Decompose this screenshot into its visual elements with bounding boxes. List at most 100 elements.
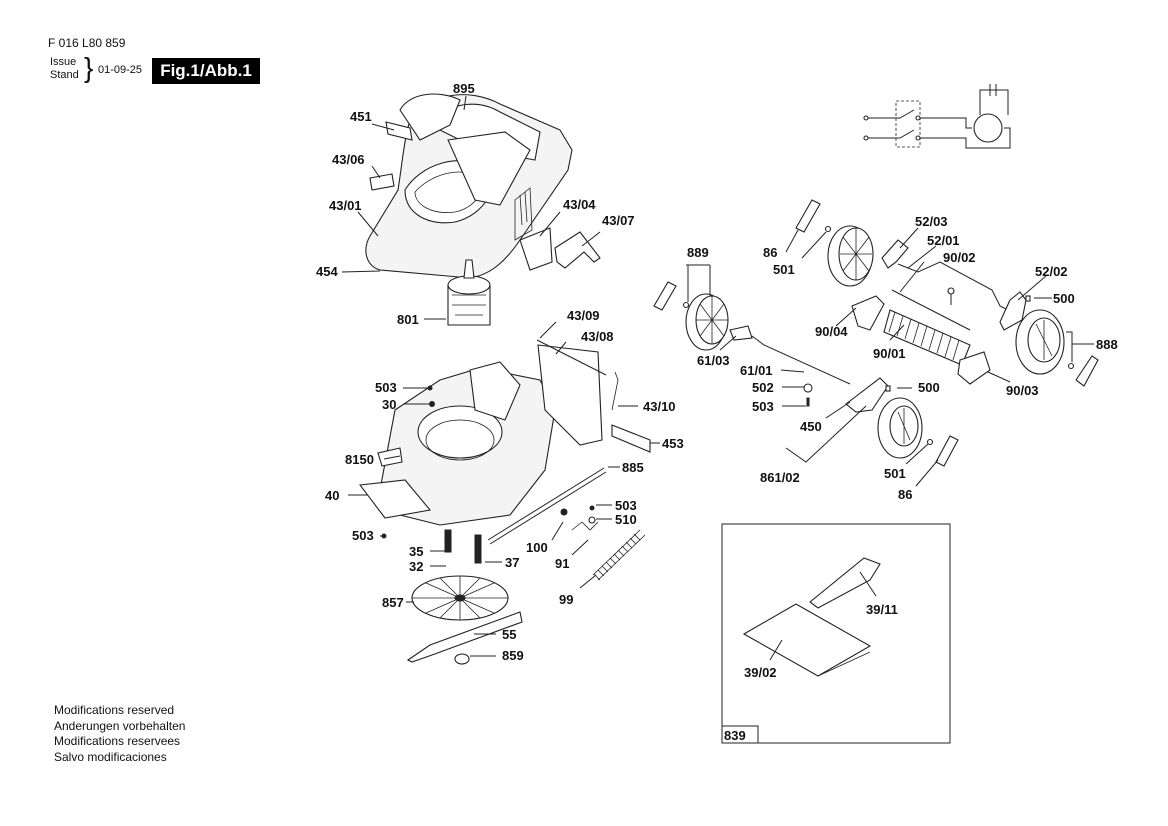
label-43-08: 43/08: [581, 329, 614, 344]
part-61-01-rod: [751, 335, 851, 385]
label-52-01: 52/01: [927, 233, 960, 248]
document-number: F 016 L80 859: [48, 36, 126, 50]
housing-cover-part: [365, 93, 573, 279]
label-61-01: 61/01: [740, 363, 773, 378]
part-857-fan: [411, 575, 509, 621]
label-454: 454: [316, 264, 338, 279]
part-90-03-bracket: [957, 351, 991, 385]
label-888: 888: [1096, 337, 1118, 352]
wiring-schematic: [863, 84, 1011, 149]
label-503-d: 503: [752, 399, 774, 414]
label-8150: 8150: [345, 452, 374, 467]
part-99-spring: [592, 529, 646, 581]
part-90-02-rod: [891, 289, 971, 331]
part-52-03-bracket: [881, 239, 909, 269]
part-450-bracket: [845, 377, 889, 413]
label-839: 839: [724, 728, 746, 743]
label-43-04: 43/04: [563, 197, 596, 212]
label-895: 895: [453, 81, 475, 96]
part-453-plate: [611, 424, 651, 453]
note-line: Modifications reserved: [54, 703, 175, 717]
label-801: 801: [397, 312, 419, 327]
brace-symbol: }: [84, 52, 94, 83]
note-line: Anderungen vorbehalten: [54, 718, 186, 733]
label-510: 510: [615, 512, 637, 527]
label-52-02: 52/02: [1035, 264, 1068, 279]
label-503-b: 503: [615, 498, 637, 513]
part-55-blade: [406, 611, 523, 663]
part-451-decal: [385, 121, 413, 141]
label-500-a: 500: [1053, 291, 1075, 306]
part-hubcap-rear-right: [1075, 355, 1099, 387]
issue-label: Issue: [50, 56, 77, 68]
label-90-04: 90/04: [815, 324, 848, 339]
label-55: 55: [502, 627, 516, 642]
label-503-a: 503: [375, 380, 397, 395]
label-39-11: 39/11: [866, 602, 898, 617]
note-line: Salvo modificaciones: [54, 749, 167, 764]
part-86-hubcap-bottom: [935, 435, 959, 467]
label-503-c: 503: [352, 528, 374, 543]
label-32: 32: [409, 559, 423, 574]
part-43-06-decal: [369, 173, 395, 191]
label-52-03: 52/03: [915, 214, 948, 229]
issue-stand-labels: Issue Stand: [50, 56, 79, 82]
label-37: 37: [505, 555, 519, 570]
label-39-02: 39/02: [744, 665, 777, 680]
part-43-08-flap: [537, 344, 603, 446]
label-43-01: 43/01: [329, 198, 362, 213]
part-43-10-spring: [611, 371, 619, 411]
label-90-02: 90/02: [943, 250, 976, 265]
label-86-b: 86: [898, 487, 912, 502]
label-61-03: 61/03: [697, 353, 730, 368]
part-885-rod: [487, 467, 605, 541]
part-labels: 895 451 43/06 43/01 454 43/04 43/07 801 …: [316, 81, 1118, 743]
label-99: 99: [559, 592, 573, 607]
leader-lines: [341, 95, 1094, 661]
label-889: 889: [687, 245, 709, 260]
part-801-motor: [447, 259, 491, 326]
part-hubcap-left: [653, 281, 677, 311]
label-857: 857: [382, 595, 404, 610]
label-502: 502: [752, 380, 774, 395]
label-43-09: 43/09: [567, 308, 600, 323]
part-43-09-rod: [536, 339, 607, 376]
label-90-01: 90/01: [873, 346, 906, 361]
part-8150-label: [377, 447, 403, 467]
part-888-rear-right-wheel: [1015, 309, 1065, 375]
label-450: 450: [800, 419, 822, 434]
label-30: 30: [382, 397, 396, 412]
label-861-02: 861/02: [760, 470, 800, 485]
part-43-04-grille: [519, 227, 553, 271]
part-91-bracket: [571, 521, 599, 531]
part-43-07-clip: [554, 231, 601, 269]
label-451: 451: [350, 109, 372, 124]
part-rear-left-wheel: [877, 397, 923, 459]
label-859: 859: [502, 648, 524, 663]
part-859-nut: [454, 653, 470, 665]
label-885: 885: [622, 460, 644, 475]
label-501-a: 501: [773, 262, 795, 277]
footer-notes: Modifications reserved Anderungen vorbeh…: [54, 703, 185, 765]
label-40: 40: [325, 488, 339, 503]
label-453: 453: [662, 436, 684, 451]
label-90-03: 90/03: [1006, 383, 1039, 398]
note-line: Modifications reservees: [54, 734, 181, 748]
part-39-02-manual: [742, 603, 872, 677]
part-889-front-left-wheel: [685, 293, 729, 351]
part-39-11-wrench: [809, 557, 881, 609]
part-86-hubcap-top: [795, 199, 821, 233]
label-43-10: 43/10: [643, 399, 676, 414]
part-90-04-bracket: [851, 295, 885, 331]
accessory-box: [721, 523, 951, 744]
label-500-b: 500: [918, 380, 940, 395]
part-52-01-axle: [897, 261, 1013, 313]
label-100: 100: [526, 540, 548, 555]
stand-label: Stand: [50, 69, 79, 81]
part-front-right-wheel: [827, 225, 874, 287]
label-91: 91: [555, 556, 569, 571]
label-43-06: 43/06: [332, 152, 365, 167]
label-501-b: 501: [884, 466, 906, 481]
label-35: 35: [409, 544, 423, 559]
